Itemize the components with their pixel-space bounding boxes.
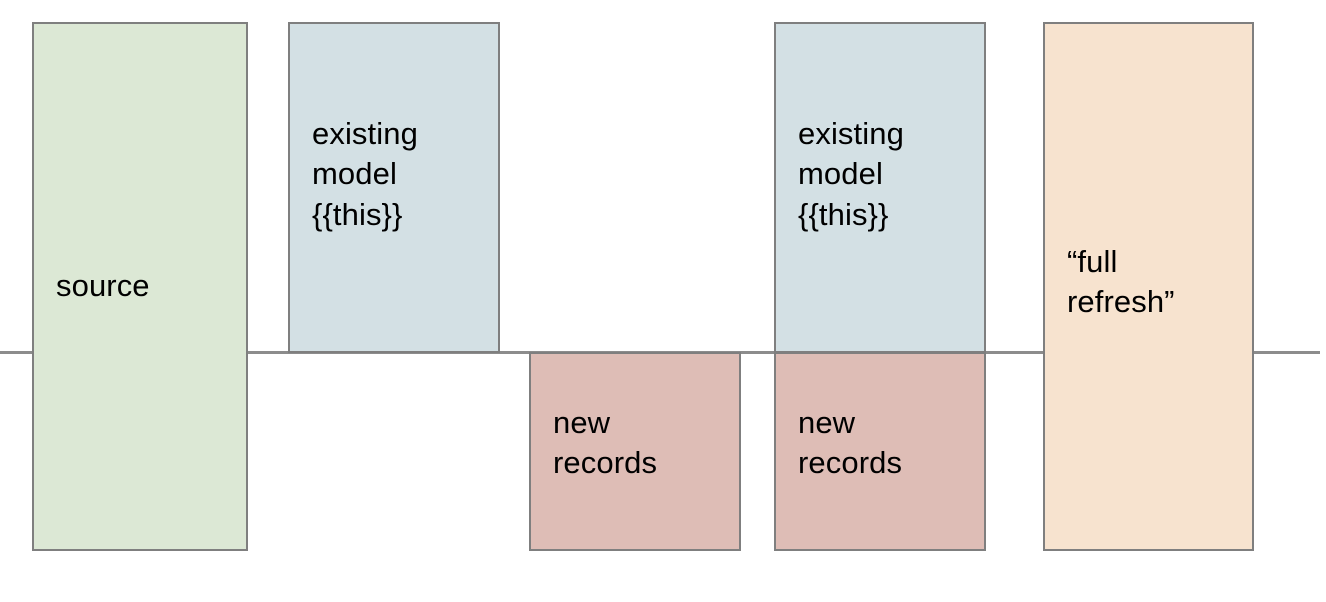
box-new-records-1[interactable]: new records <box>529 352 741 551</box>
box-new-records-2[interactable]: new records <box>774 352 986 551</box>
box-existing-model-2-label: existing model {{this}} <box>798 116 904 232</box>
box-new-records-1-label: new records <box>553 405 658 481</box>
box-source[interactable]: source <box>32 22 248 551</box>
box-existing-model-2[interactable]: existing model {{this}} <box>774 22 986 353</box>
box-existing-model-1[interactable]: existing model {{this}} <box>288 22 500 353</box>
box-new-records-2-label: new records <box>798 405 903 481</box>
box-full-refresh[interactable]: “full refresh” <box>1043 22 1254 551</box>
box-source-label: source <box>56 268 150 304</box>
box-existing-model-1-label: existing model {{this}} <box>312 116 418 232</box>
box-full-refresh-label: “full refresh” <box>1067 244 1175 320</box>
